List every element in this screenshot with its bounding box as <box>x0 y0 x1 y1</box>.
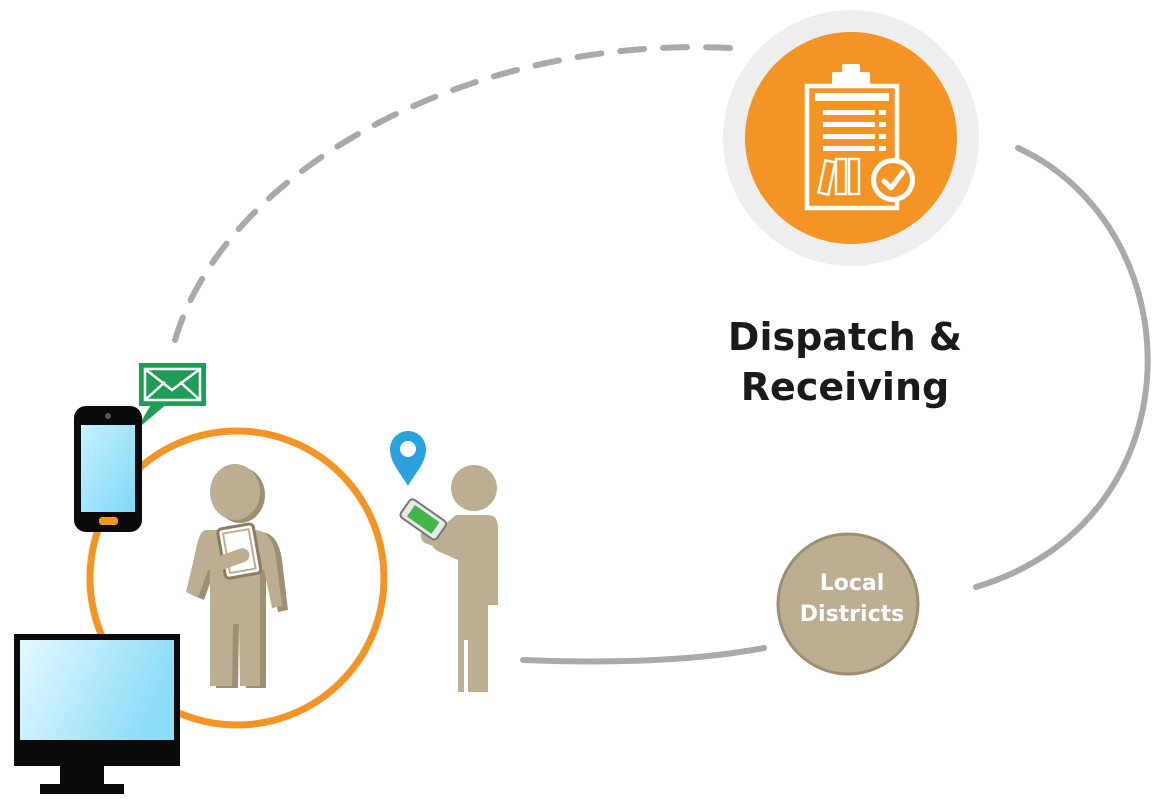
districts-node <box>776 532 920 676</box>
focus-ring <box>86 427 388 729</box>
smartphone-icon <box>74 406 142 532</box>
envelope-icon <box>136 363 206 430</box>
clipboard-check-icon <box>804 64 915 211</box>
person-to-districts-connector <box>520 645 767 665</box>
dispatch-label-line2: Receiving <box>740 365 950 409</box>
districts-label-line2: Districts <box>799 602 905 627</box>
dispatch-receiving-label: Dispatch & Receiving <box>690 312 1000 412</box>
person-with-phone <box>399 465 498 692</box>
dispatch-label-line1: Dispatch & <box>727 315 963 359</box>
desktop-monitor-icon <box>14 634 180 794</box>
districts-label-line1: Local <box>819 571 885 596</box>
location-pin-icon <box>390 431 426 486</box>
dashed-connector <box>172 44 733 343</box>
dispatch-to-districts-connector <box>973 145 1151 590</box>
person-with-tablet <box>186 464 288 688</box>
local-districts-label: Local Districts <box>777 568 927 630</box>
